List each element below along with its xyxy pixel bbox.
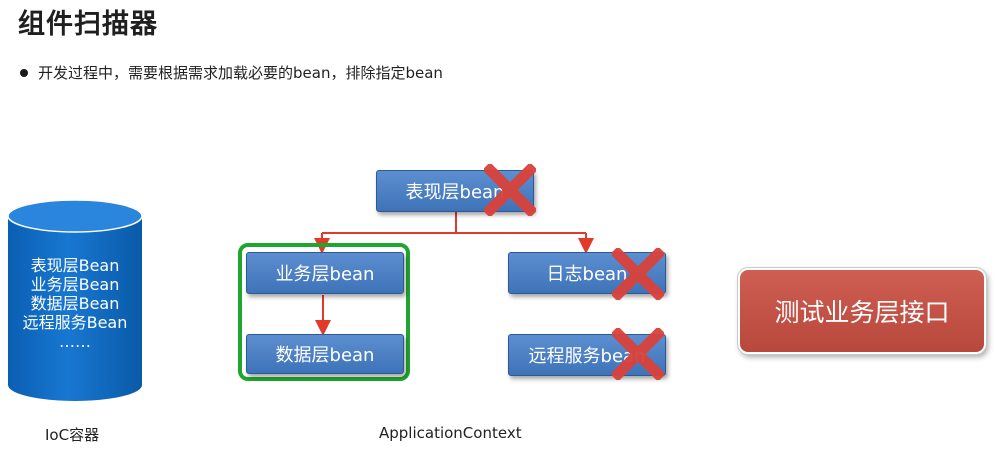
ioc-caption: IoC容器: [45, 426, 100, 444]
included-beans-frame: [238, 243, 410, 381]
ioc-bean-list: 表现层Bean 业务层Bean 数据层Bean 远程服务Bean ……: [7, 256, 143, 351]
test-service-interface-box: 测试业务层接口: [737, 267, 987, 355]
application-context-caption: ApplicationContext: [379, 424, 522, 442]
ioc-bean-item: 业务层Bean: [30, 275, 120, 294]
ioc-bean-item: 表现层Bean: [30, 256, 120, 275]
remote-bean-box: 远程服务bean: [508, 334, 666, 376]
ioc-bean-item: ……: [59, 332, 91, 351]
page-title: 组件扫描器: [18, 9, 158, 40]
bullet-item: 开发过程中，需要根据需求加载必要的bean，排除指定bean: [20, 62, 443, 83]
cylinder-shape: [7, 199, 143, 401]
service-bean-box: 业务层bean: [246, 252, 404, 294]
red-x-icon: [484, 164, 536, 216]
ioc-container-cylinder: 表现层Bean 业务层Bean 数据层Bean 远程服务Bean ……: [7, 198, 143, 403]
dao-bean-box: 数据层bean: [246, 334, 404, 374]
red-x-icon: [612, 248, 664, 300]
bullet-text: 开发过程中，需要根据需求加载必要的bean，排除指定bean: [38, 64, 443, 82]
ioc-bean-item: 远程服务Bean: [22, 313, 128, 332]
bullet-dot-icon: [20, 68, 28, 77]
ioc-bean-item: 数据层Bean: [30, 294, 120, 313]
red-x-icon: [612, 328, 664, 380]
